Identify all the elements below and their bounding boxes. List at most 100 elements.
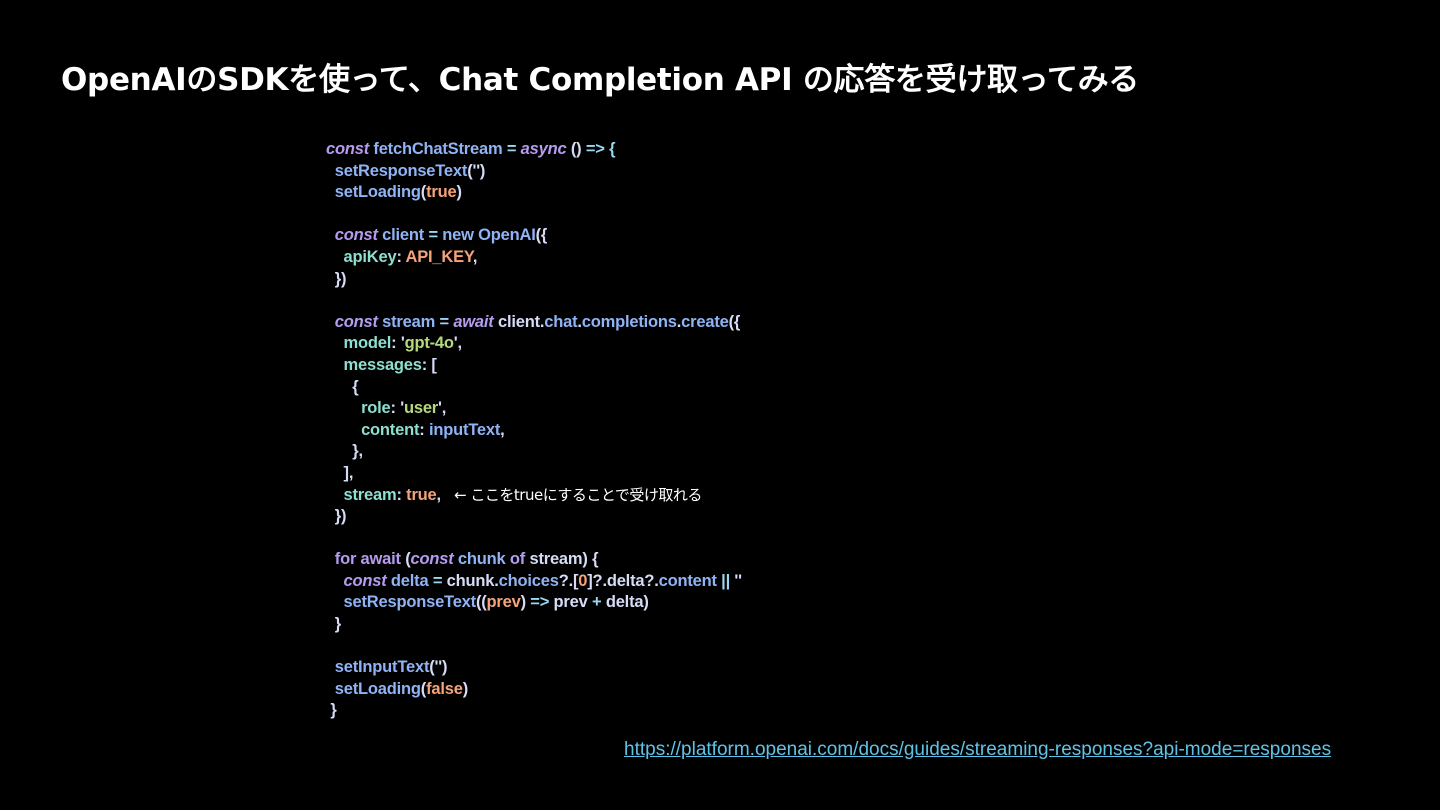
code-token: chunk xyxy=(446,571,495,590)
code-token: const xyxy=(326,312,378,331)
code-line: role: 'user', xyxy=(326,398,742,420)
code-token: => { xyxy=(585,140,616,158)
code-token: await xyxy=(356,550,401,569)
code-token: ?. xyxy=(644,571,659,590)
code-token: 0 xyxy=(578,571,588,590)
code-token: true xyxy=(426,183,457,202)
code-token: . xyxy=(494,571,499,590)
code-token: = xyxy=(424,226,443,245)
code-token: chunk xyxy=(453,550,506,569)
code-token: ], xyxy=(326,463,354,482)
stream-annotation: ← ここをtrueにすることで受け取れる xyxy=(454,485,702,504)
code-line: apiKey: API_KEY, xyxy=(326,247,742,269)
code-token: fetchChatStream xyxy=(369,140,503,158)
code-token: '' xyxy=(734,571,742,590)
code-token: } xyxy=(326,701,337,720)
code-token: ('') xyxy=(467,161,486,180)
code-line xyxy=(326,528,742,550)
code-token: ' xyxy=(400,334,405,353)
code-token: : xyxy=(391,334,401,353)
code-token: : xyxy=(419,420,429,439)
code-token: role xyxy=(326,399,391,418)
code-token: ) { xyxy=(582,550,599,569)
code-token: + xyxy=(587,593,606,612)
code-token: ', xyxy=(438,399,447,418)
code-token: content xyxy=(658,571,717,590)
code-token: , xyxy=(436,485,442,504)
code-token: }) xyxy=(326,507,347,526)
code-line: const fetchChatStream = async () => { xyxy=(326,139,742,161)
code-token: (( xyxy=(475,593,487,612)
code-line xyxy=(326,290,742,312)
code-token: ', xyxy=(453,334,462,353)
code-token: false xyxy=(426,679,463,698)
code-token: || xyxy=(716,571,735,590)
code-token: = xyxy=(502,140,521,158)
code-token: () xyxy=(566,140,586,158)
code-line: }) xyxy=(326,269,742,291)
code-line xyxy=(326,204,742,226)
code-line: } xyxy=(326,614,742,636)
code-token: : xyxy=(396,247,406,266)
code-line: { xyxy=(326,377,742,399)
code-token: chat xyxy=(544,312,578,331)
code-token: const xyxy=(326,226,378,245)
code-line: }) xyxy=(326,506,742,528)
code-token: create xyxy=(681,312,729,331)
code-token: client xyxy=(493,312,540,331)
code-token: ]?. xyxy=(587,571,607,590)
code-line: stream: true, ← ここをtrueにすることで受け取れる xyxy=(326,485,742,507)
code-line: setLoading(true) xyxy=(326,182,742,204)
code-token: stream xyxy=(326,485,397,504)
code-token: API_KEY xyxy=(405,247,474,266)
code-token: ) xyxy=(462,679,469,698)
code-token: for xyxy=(326,550,357,569)
code-token: setResponseText xyxy=(326,161,468,180)
code-token: prev xyxy=(549,593,588,612)
code-token: ( xyxy=(400,550,411,569)
code-line: const client = new OpenAI({ xyxy=(326,225,742,247)
code-token: prev xyxy=(486,593,521,612)
code-block: const fetchChatStream = async () => { se… xyxy=(326,139,742,722)
code-token: delta xyxy=(606,571,645,590)
code-token: . xyxy=(577,312,582,331)
code-token: const xyxy=(326,571,387,590)
code-token: inputText xyxy=(428,420,501,439)
code-token: model xyxy=(326,334,392,353)
code-token: ('') xyxy=(429,658,448,677)
code-token: }, xyxy=(326,442,363,461)
code-line: const stream = await client.chat.complet… xyxy=(326,312,742,334)
code-token: stream xyxy=(377,312,436,331)
code-token: ) xyxy=(520,593,531,612)
code-token: = xyxy=(428,571,447,590)
code-token: ' xyxy=(400,399,404,418)
code-token: => xyxy=(530,593,550,612)
code-token: { xyxy=(326,377,359,396)
code-token: messages xyxy=(326,355,422,374)
code-token: ) xyxy=(643,593,649,612)
code-line: ], xyxy=(326,463,742,485)
code-token: user xyxy=(403,399,439,418)
code-token: setResponseText xyxy=(326,593,477,612)
code-token: . xyxy=(676,312,682,331)
code-token: : xyxy=(396,485,407,504)
code-token: ?.[ xyxy=(558,571,579,590)
code-token: const xyxy=(326,140,370,158)
code-token: : [ xyxy=(421,355,437,374)
code-token: }) xyxy=(326,269,347,288)
code-token: OpenAI xyxy=(473,226,536,245)
code-line: } xyxy=(326,700,742,722)
code-token: . xyxy=(539,312,545,331)
code-line: }, xyxy=(326,441,742,463)
code-line xyxy=(326,636,742,658)
code-token: client xyxy=(377,226,425,245)
code-token: of xyxy=(505,550,526,569)
streaming-docs-link[interactable]: https://platform.openai.com/docs/guides/… xyxy=(624,739,1332,760)
code-token: ) xyxy=(456,183,462,202)
code-token: setLoading xyxy=(326,183,421,202)
code-token: async xyxy=(520,140,567,158)
code-token: completions xyxy=(581,312,677,331)
code-token: = xyxy=(435,312,454,331)
code-token: stream xyxy=(525,550,583,569)
code-token: : xyxy=(390,399,401,418)
